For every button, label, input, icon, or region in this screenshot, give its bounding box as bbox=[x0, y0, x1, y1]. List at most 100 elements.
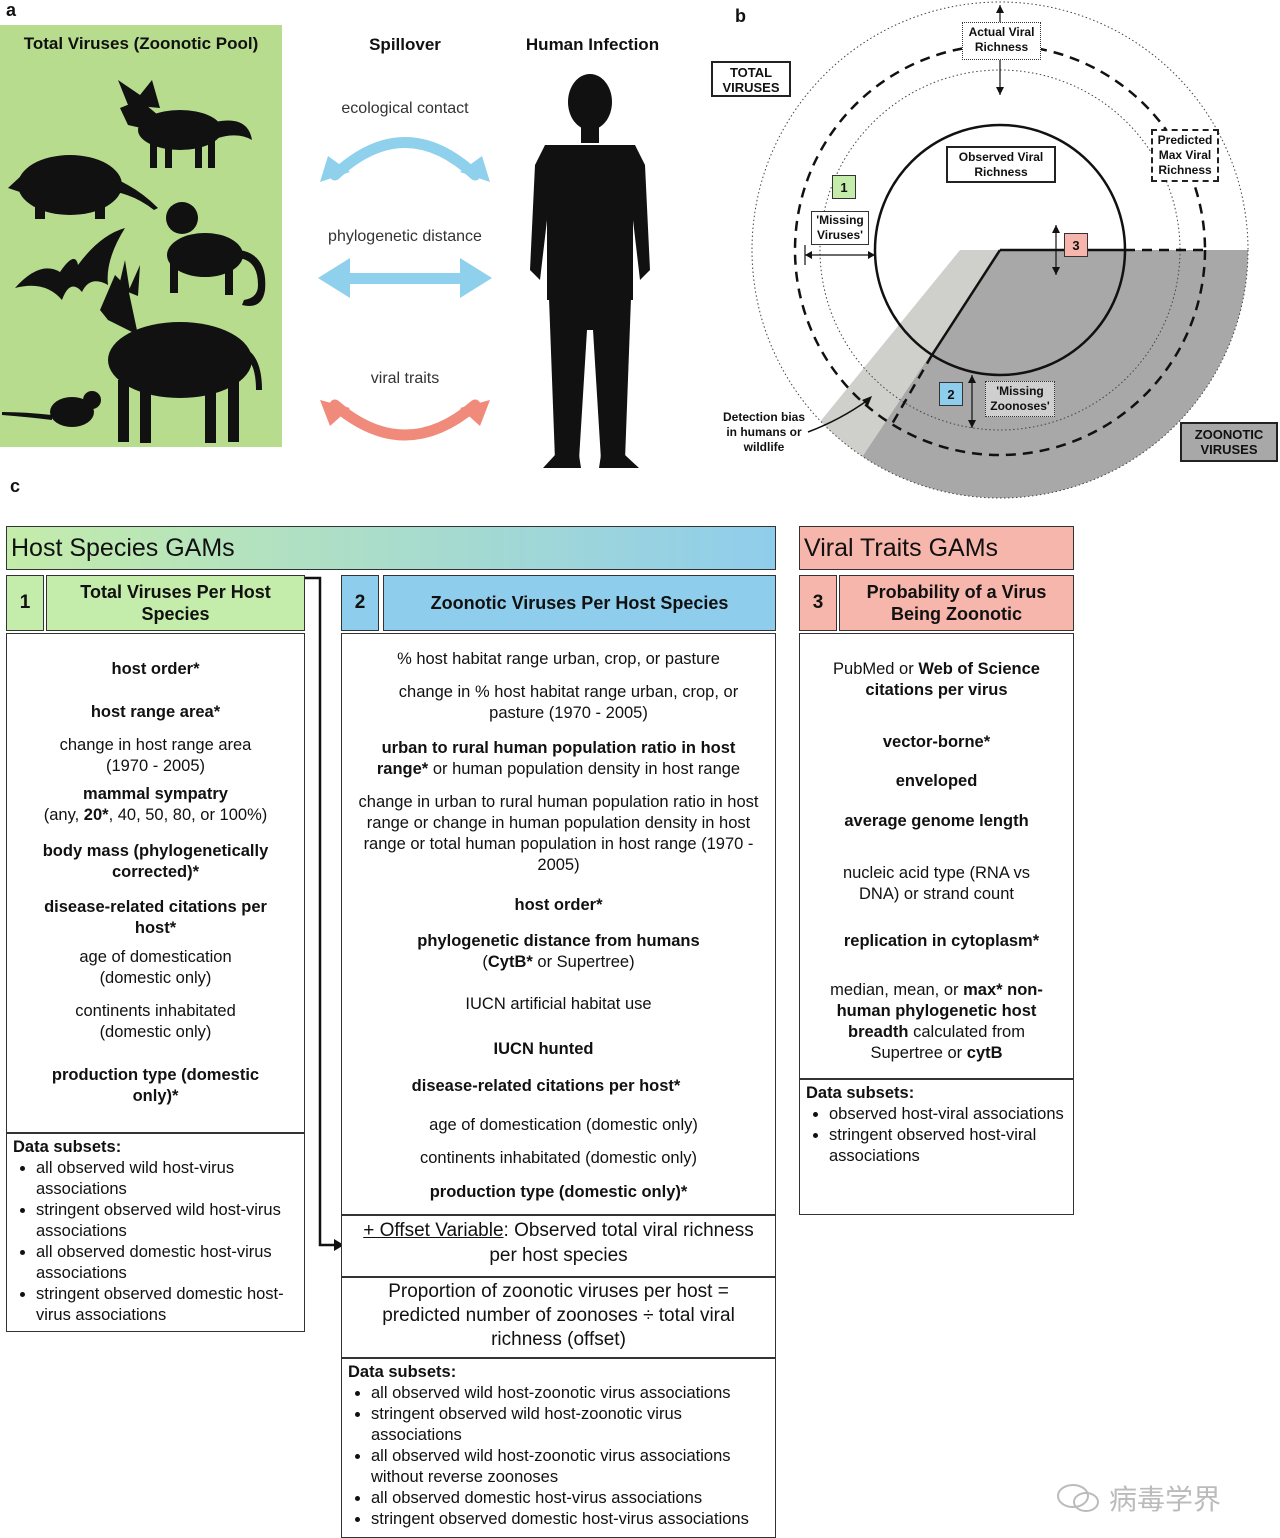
var-body-mass: body mass (phylogenetically corrected)* bbox=[42, 842, 269, 881]
missing-zoonoses-label: 'Missing Zoonoses' bbox=[985, 381, 1055, 417]
col2-number: 2 bbox=[341, 575, 379, 631]
col1-subsets-title: Data subsets: bbox=[13, 1138, 122, 1156]
watermark-text: 病毒学界 bbox=[1109, 1483, 1222, 1516]
panel-c-letter: c bbox=[10, 476, 21, 496]
panel-b-letter: b bbox=[735, 6, 746, 26]
phylogenetic-distance-label: phylogenetic distance bbox=[328, 228, 482, 245]
var-iucn-habitat: IUCN artificial habitat use bbox=[465, 995, 652, 1013]
col1-number: 1 bbox=[6, 575, 44, 631]
viral-traits-label: viral traits bbox=[370, 370, 440, 387]
var-production-type: production type (domestic only)* bbox=[51, 1066, 260, 1105]
zoonotic-pool-title: Total Viruses (Zoonotic Pool) bbox=[23, 34, 259, 53]
col2-subsets-title: Data subsets: bbox=[348, 1363, 457, 1381]
viral-traits-header: Viral Traits GAMs bbox=[799, 526, 1074, 570]
var-host-range-area: host range area* bbox=[90, 703, 221, 721]
host-species-header: Host Species GAMs bbox=[6, 526, 776, 570]
missing-viruses-label: 'Missing Viruses' bbox=[811, 211, 869, 245]
spillover-title: Spillover bbox=[369, 35, 441, 54]
col3-data-subsets: Data subsets: observed host-viral associ… bbox=[799, 1079, 1074, 1215]
offset-variable-text: : Observed total viral richness per host… bbox=[489, 1220, 754, 1266]
var-continents-2: continents inhabitated (domestic only) bbox=[420, 1149, 697, 1167]
list-item: observed host-viral associations bbox=[829, 1104, 1067, 1125]
list-item: stringent observed domestic host-virus a… bbox=[36, 1284, 298, 1326]
var-production-type-2: production type (domestic only)* bbox=[429, 1183, 688, 1201]
var-genome-length: average genome length bbox=[844, 812, 1029, 830]
col2-variables-box: % host habitat range urban, crop, or pas… bbox=[341, 633, 776, 1215]
var-disease-citations: disease-related citations per host* bbox=[44, 898, 267, 937]
number-badge-2: 2 bbox=[939, 382, 963, 406]
list-item: stringent observed wild host-zoonotic vi… bbox=[371, 1404, 769, 1446]
animal-silhouettes bbox=[2, 80, 266, 443]
antelope-icon bbox=[100, 260, 262, 443]
list-item: all observed wild host-zoonotic virus as… bbox=[371, 1383, 769, 1404]
ecological-contact-arrow bbox=[329, 137, 481, 181]
var-continents: continents inhabitated (domestic only) bbox=[75, 1002, 236, 1041]
var-phylo-source: (CytB* or Supertree) bbox=[482, 953, 635, 971]
actual-viral-richness-label: Actual Viral Richness bbox=[962, 22, 1041, 60]
detection-bias-label: Detection bias in humans or wildlife bbox=[722, 410, 806, 454]
var-enveloped: enveloped bbox=[895, 772, 978, 790]
col2-data-subsets: Data subsets: all observed wild host-zoo… bbox=[341, 1358, 776, 1538]
predicted-max-circle bbox=[793, 43, 1207, 457]
list-item: all observed wild host-virus association… bbox=[36, 1158, 298, 1200]
var-mammal-sympatry: mammal sympatry bbox=[83, 785, 228, 803]
total-viruses-circle bbox=[751, 1, 1249, 499]
monkey-icon bbox=[166, 202, 266, 306]
phylogenetic-distance-arrow bbox=[318, 258, 492, 298]
total-viruses-label: TOTAL VIRUSES bbox=[711, 61, 791, 97]
observed-viral-richness-label: Observed Viral Richness bbox=[946, 146, 1056, 183]
predicted-max-label: Predicted Max Viral Richness bbox=[1151, 129, 1219, 182]
var-iucn-hunted: IUCN hunted bbox=[493, 1040, 594, 1058]
list-item: stringent observed domestic host-virus a… bbox=[371, 1509, 769, 1530]
number-badge-1: 1 bbox=[832, 175, 856, 199]
var-age-domestication: age of domestication (domestic only) bbox=[79, 948, 232, 987]
human-silhouette-icon bbox=[530, 74, 650, 468]
offset-variable-label: + Offset Variable bbox=[363, 1220, 504, 1241]
var-host-order: host order* bbox=[111, 660, 200, 678]
viral-traits-arrow bbox=[329, 399, 481, 441]
var-phylo-distance: phylogenetic distance from humans bbox=[417, 932, 700, 950]
fox-icon bbox=[118, 80, 252, 168]
var-vector-borne: vector-borne* bbox=[882, 733, 991, 751]
var-age-domestication-2: age of domestication (domestic only) bbox=[429, 1116, 698, 1134]
list-item: stringent observed host-viral associatio… bbox=[829, 1125, 1067, 1167]
mouse-icon bbox=[2, 391, 101, 427]
col3-title: Probability of a Virus Being Zoonotic bbox=[839, 575, 1074, 631]
col3-number: 3 bbox=[799, 575, 837, 631]
col1-data-subsets: Data subsets: all observed wild host-vir… bbox=[6, 1133, 305, 1332]
var-host-order-2: host order* bbox=[514, 896, 603, 914]
bat-icon bbox=[15, 228, 125, 300]
col1-variables-box: host order* host range area* change in h… bbox=[6, 633, 305, 1133]
list-item: stringent observed wild host-virus assoc… bbox=[36, 1200, 298, 1242]
watermark: 病毒学界 bbox=[1055, 1480, 1255, 1516]
col2-title: Zoonotic Viruses Per Host Species bbox=[383, 575, 776, 631]
col3-subsets-title: Data subsets: bbox=[806, 1084, 915, 1102]
var-replication-cytoplasm: replication in cytoplasm* bbox=[843, 932, 1040, 950]
panel-a-letter: a bbox=[6, 0, 17, 20]
var-sympatry-values: (any, 20*, 40, 50, 80, or 100%) bbox=[43, 806, 268, 824]
var-change-habitat: change in % host habitat range urban, cr… bbox=[398, 683, 739, 722]
offset-variable-box: + Offset Variable: Observed total viral … bbox=[341, 1215, 776, 1277]
list-item: all observed wild host-zoonotic virus as… bbox=[371, 1446, 769, 1488]
wechat-logo-icon bbox=[1057, 1484, 1099, 1512]
proportion-box: Proportion of zoonotic viruses per host … bbox=[341, 1277, 776, 1358]
var-habitat-range: % host habitat range urban, crop, or pas… bbox=[397, 650, 720, 668]
ecological-contact-label: ecological contact bbox=[341, 100, 469, 117]
spillover-arrows bbox=[318, 137, 492, 441]
var-change-host-range: change in host range area (1970 - 2005) bbox=[59, 736, 252, 775]
col1-title: Total Viruses Per Host Species bbox=[46, 575, 305, 631]
zoonotic-viruses-label: ZOONOTIC VIRUSES bbox=[1180, 422, 1278, 462]
col3-variables-box: PubMed or Web of Science citations per v… bbox=[799, 633, 1074, 1079]
var-urban-rural-ratio: urban to rural human population ratio in… bbox=[376, 739, 741, 778]
var-nucleic-acid: nucleic acid type (RNA vs DNA) or strand… bbox=[842, 864, 1031, 903]
list-item: all observed domestic host-virus associa… bbox=[371, 1488, 769, 1509]
list-item: all observed domestic host-virus associa… bbox=[36, 1242, 298, 1284]
var-host-breadth: median, mean, or max* non-human phylogen… bbox=[830, 981, 1043, 1062]
number-badge-3: 3 bbox=[1064, 233, 1088, 257]
var-citations-per-virus: PubMed or Web of Science citations per v… bbox=[833, 660, 1040, 699]
var-disease-citations-2: disease-related citations per host* bbox=[411, 1077, 681, 1095]
armadillo-icon bbox=[8, 155, 158, 219]
var-change-urban-rural: change in urban to rural human populatio… bbox=[358, 793, 759, 874]
offset-connector-arrow bbox=[305, 576, 344, 1251]
human-infection-title: Human Infection bbox=[525, 35, 660, 54]
